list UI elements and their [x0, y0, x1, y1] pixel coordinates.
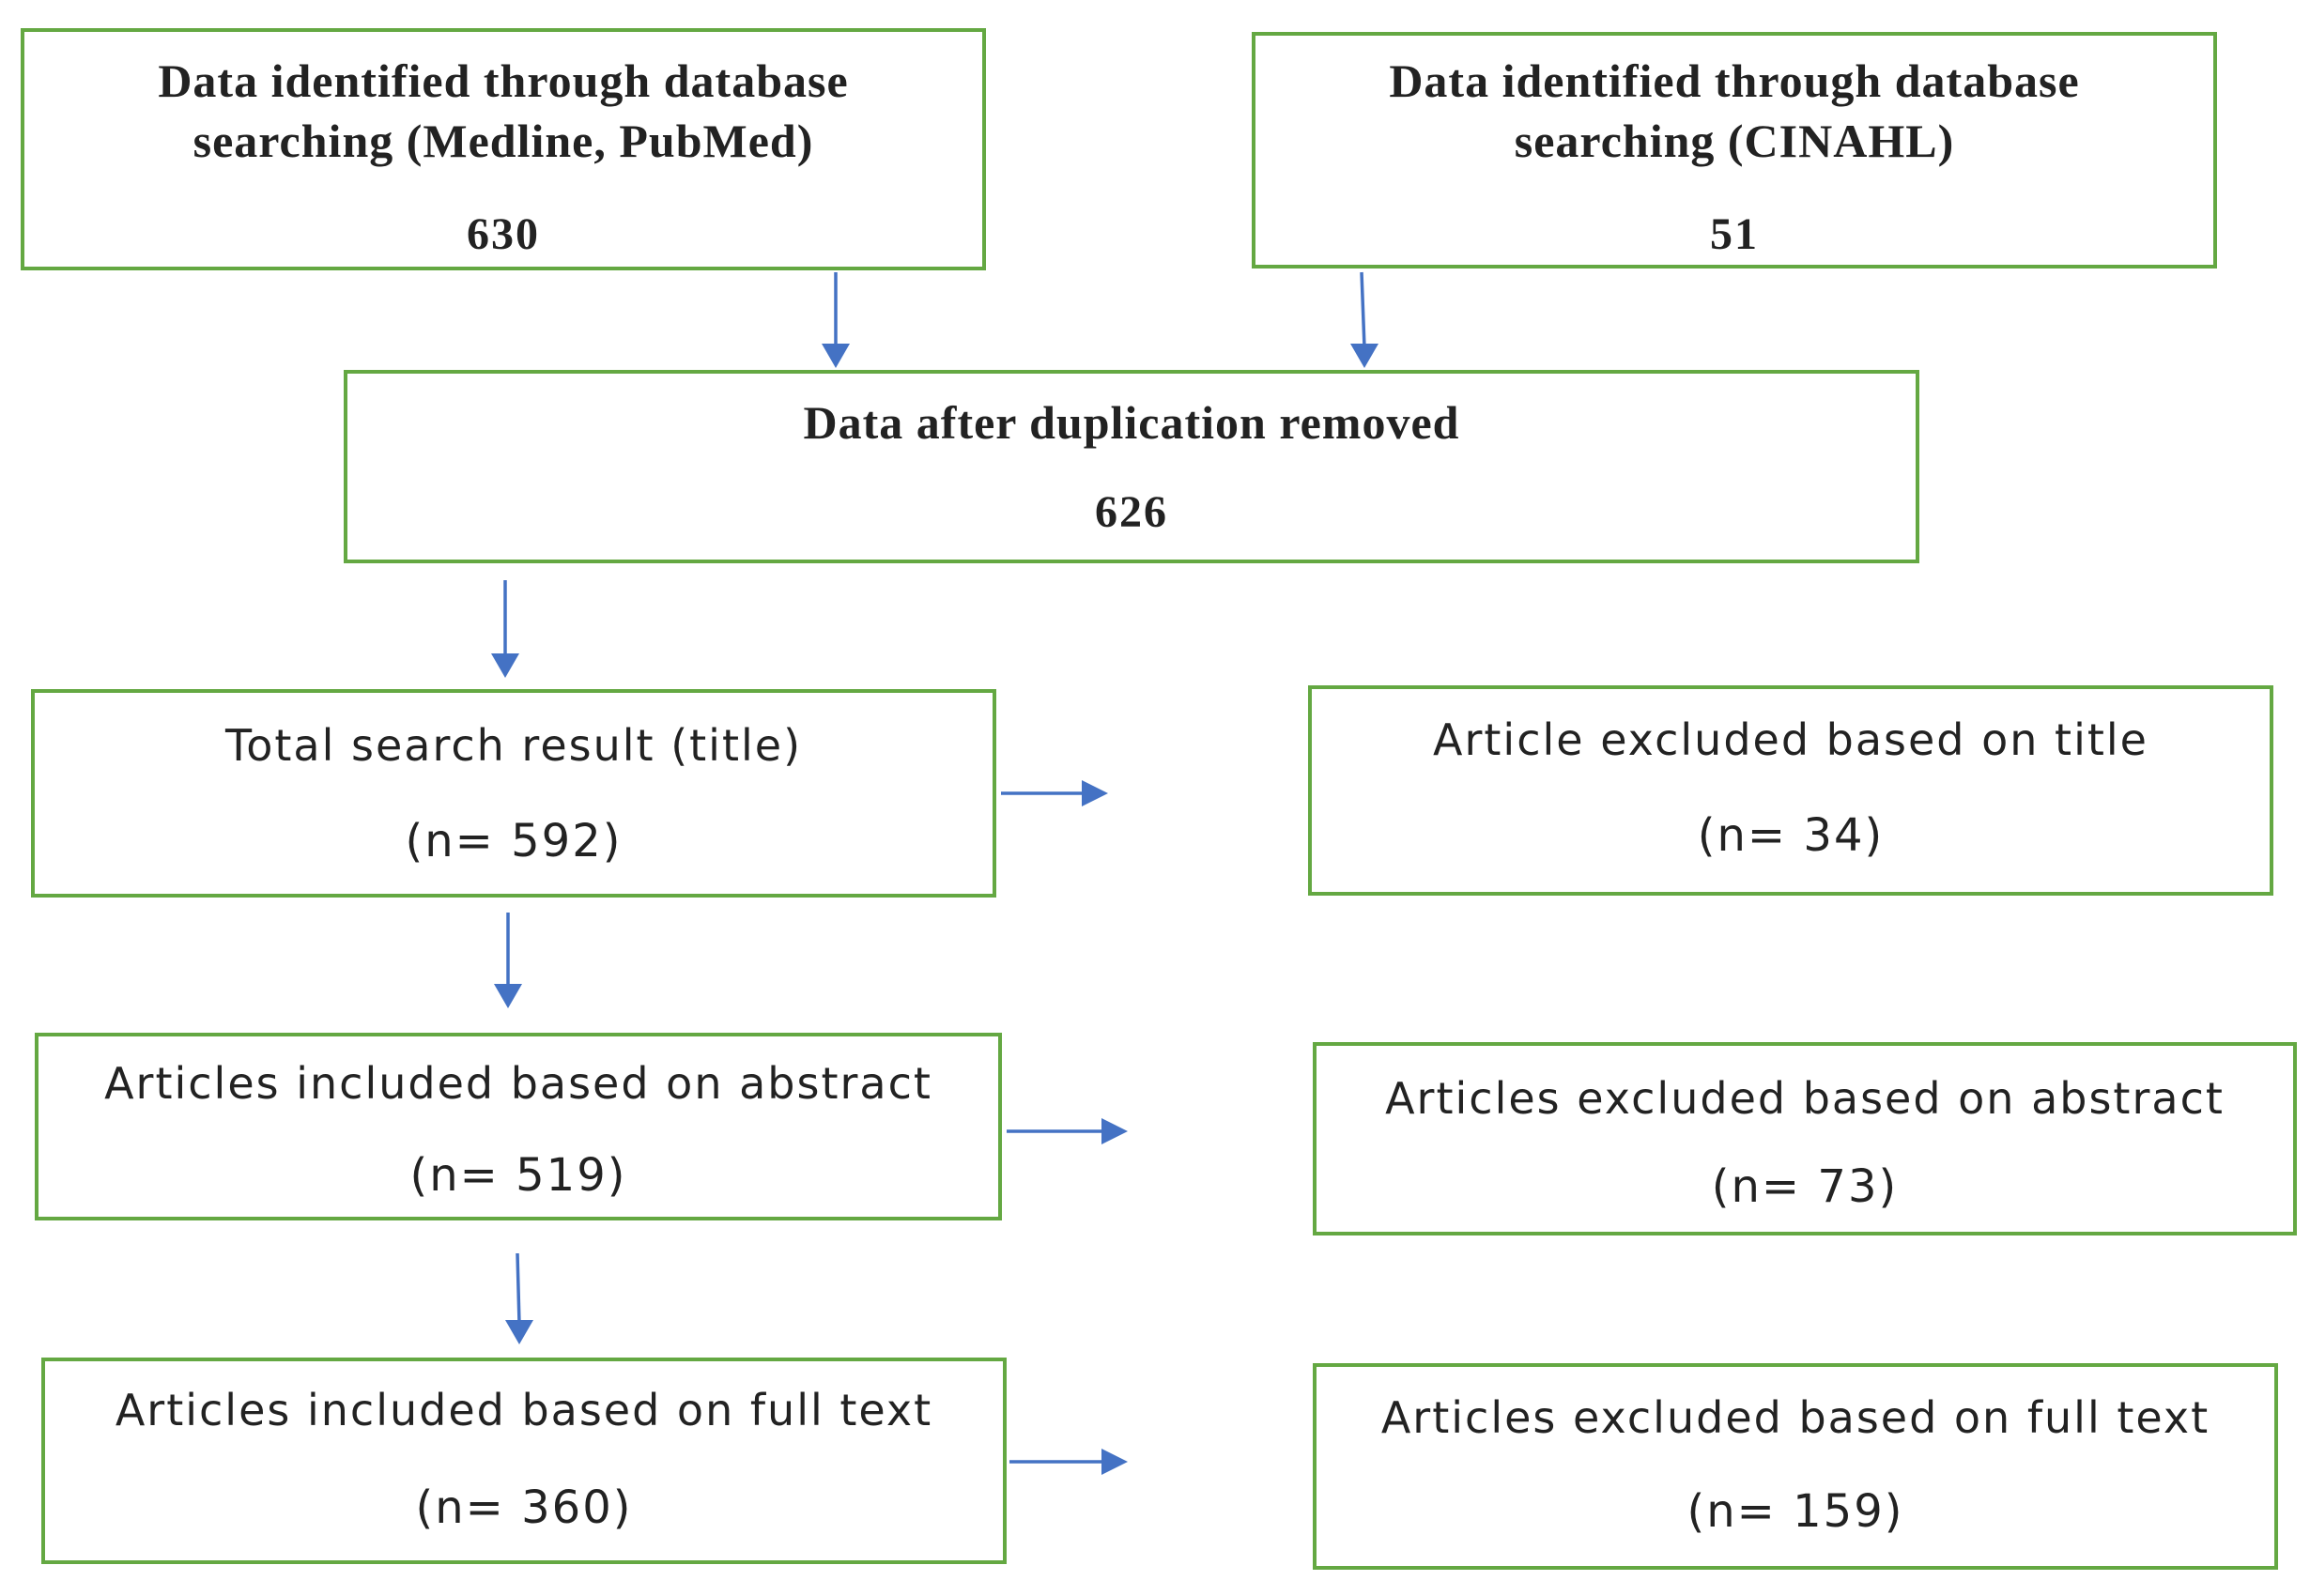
box-fulltext-included-count: (n= 360)	[415, 1481, 633, 1534]
box-fulltext-excluded-count: (n= 159)	[1686, 1485, 1904, 1538]
box-cinahl-label: Data identified through database searchi…	[1389, 54, 2080, 167]
box-abstract-included: Articles included based on abstract (n= …	[35, 1033, 1002, 1220]
arrow-fulltext-to-excluded	[1009, 1449, 1128, 1475]
box-fulltext-included: Articles included based on full text (n=…	[41, 1358, 1007, 1564]
box-dedup-label: Data after duplication removed	[803, 396, 1460, 449]
arrow-medline-to-dedup	[822, 272, 850, 368]
box-title-screen: Total search result (title) (n= 592)	[31, 689, 996, 898]
box-abstract-excluded-label: Articles excluded based on abstract	[1385, 1073, 2225, 1124]
box-abstract-excluded: Articles excluded based on abstract (n= …	[1313, 1042, 2297, 1235]
box-fulltext-excluded: Articles excluded based on full text (n=…	[1313, 1363, 2278, 1570]
box-abstract-included-count: (n= 519)	[409, 1149, 627, 1202]
box-title-excluded-count: (n= 34)	[1697, 809, 1885, 862]
arrow-dedup-to-title	[491, 580, 519, 678]
arrow-title-to-abstract	[494, 913, 522, 1008]
box-abstract-excluded-count: (n= 73)	[1711, 1160, 1899, 1213]
arrow-cinahl-to-dedup	[1350, 271, 1378, 368]
box-abstract-included-label: Articles included based on abstract	[104, 1058, 932, 1109]
box-title-screen-count: (n= 592)	[405, 815, 623, 867]
arrow-abstract-to-fulltext	[505, 1252, 533, 1344]
arrow-title-to-excluded	[1001, 780, 1108, 806]
box-medline-count: 630	[467, 209, 540, 259]
box-title-excluded-label: Article excluded based on title	[1433, 714, 2148, 765]
box-medline-pubmed: Data identified through database searchi…	[21, 28, 986, 270]
box-title-excluded: Article excluded based on title (n= 34)	[1308, 685, 2273, 896]
box-cinahl-count: 51	[1710, 209, 1759, 259]
box-title-screen-label: Total search result (title)	[224, 720, 803, 771]
box-fulltext-included-label: Articles included based on full text	[115, 1385, 933, 1435]
box-medline-label: Data identified through database searchi…	[158, 54, 849, 167]
box-dedup: Data after duplication removed 626	[344, 370, 1919, 563]
box-cinahl: Data identified through database searchi…	[1252, 32, 2217, 269]
box-fulltext-excluded-label: Articles excluded based on full text	[1380, 1392, 2210, 1443]
box-dedup-count: 626	[1095, 487, 1168, 537]
arrow-abstract-to-excluded	[1007, 1118, 1128, 1144]
